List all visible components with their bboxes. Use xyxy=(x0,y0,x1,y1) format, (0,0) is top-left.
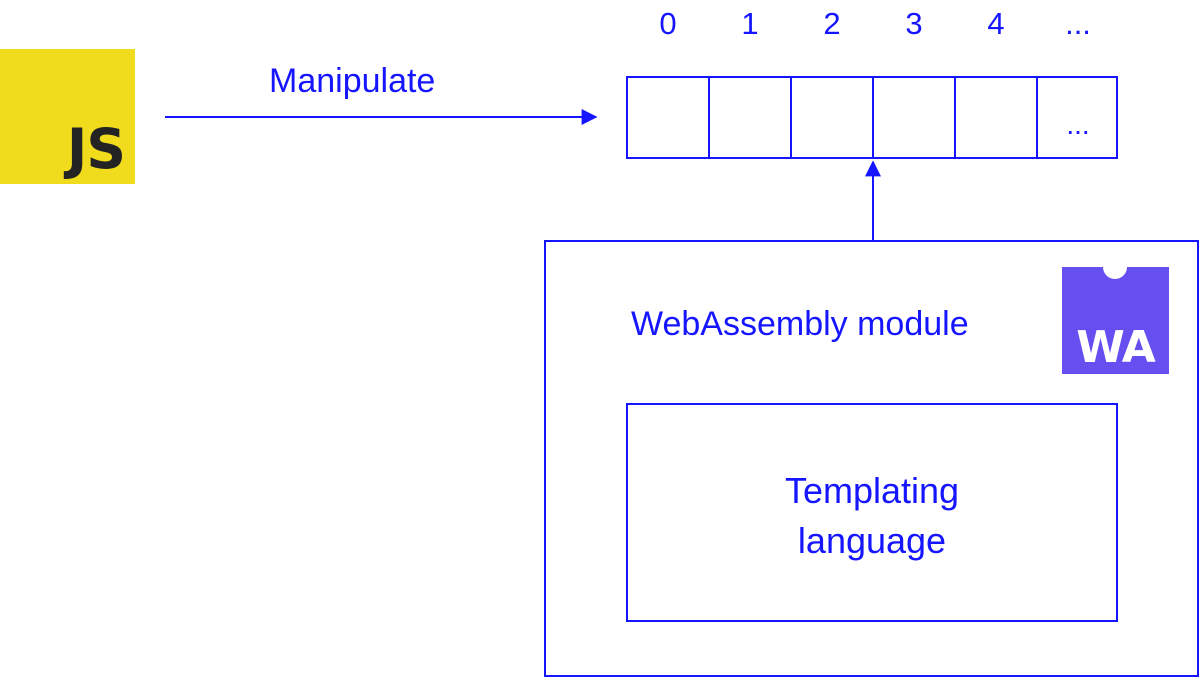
webassembly-logo-text: WA xyxy=(1076,322,1156,373)
templating-language-label: Templating language xyxy=(627,466,1117,566)
array-cell-4 xyxy=(954,76,1038,159)
templating-language-line-2: language xyxy=(797,520,947,561)
array-index-label: 4 xyxy=(987,6,1005,41)
array-index-label: ... xyxy=(1065,6,1091,41)
array-cell-2 xyxy=(790,76,874,159)
array-index-label: 2 xyxy=(823,6,841,41)
array-cell-0 xyxy=(626,76,710,159)
webassembly-logo-notch xyxy=(1103,267,1127,279)
javascript-logo: JS xyxy=(0,49,135,184)
array-cell-3 xyxy=(872,76,956,159)
webassembly-logo: WA xyxy=(1062,267,1169,374)
webassembly-module-title: WebAssembly module xyxy=(631,305,969,343)
array-last-cell-label: ... xyxy=(1066,109,1090,140)
templating-language-line-1: Templating xyxy=(784,470,960,511)
array-cell-1 xyxy=(708,76,792,159)
array-index-label: 1 xyxy=(741,6,759,41)
array-index-label: 3 xyxy=(905,6,923,41)
manipulate-label: Manipulate xyxy=(269,62,436,100)
javascript-logo-text: JS xyxy=(66,117,126,181)
array-index-label: 0 xyxy=(659,6,677,41)
